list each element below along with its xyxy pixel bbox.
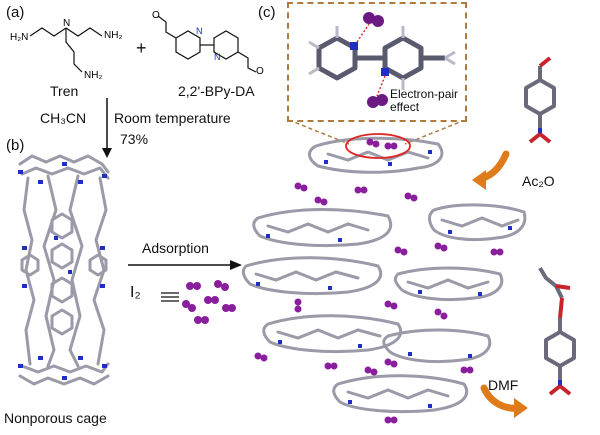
svg-text:NH₂: NH₂ — [104, 30, 122, 41]
iodine-molecules — [182, 280, 236, 324]
inset-box — [287, 2, 467, 122]
iodine-formula-text: I₂ — [130, 284, 141, 301]
reagent1-label: Tren — [50, 83, 79, 99]
svg-text:O: O — [256, 66, 264, 76]
adsorption-label: Adsorption — [142, 240, 209, 256]
adsorption-arrow — [128, 260, 242, 270]
reagent2-label: 2,2'-BPy-DA — [178, 83, 255, 99]
bpy-da-structure: O N N O — [152, 10, 264, 76]
plus-sign: + — [136, 38, 147, 58]
ac2o-arrow — [472, 150, 510, 190]
panel-label-b: (b) — [6, 137, 25, 154]
panel-label-a: (a) — [6, 4, 25, 21]
ester-model — [538, 266, 576, 396]
nitrobenzyl-alcohol-model — [524, 56, 556, 144]
tren-structure: H₂N N NH₂ NH₂ — [10, 18, 122, 80]
svg-text:O: O — [152, 10, 160, 21]
inset-connector — [288, 120, 466, 145]
svg-text:N: N — [63, 18, 70, 29]
condition-label: Room temperature — [114, 110, 231, 126]
dmf-arrow — [480, 384, 528, 418]
inset-annotation-line1: Electron-pair — [390, 87, 459, 101]
panel-label-c: (c) — [258, 4, 276, 21]
cage-label: Nonporous cage — [4, 410, 107, 426]
svg-text:NH₂: NH₂ — [84, 70, 102, 80]
iodine-formula: I₂ — [130, 284, 141, 302]
step1-label: Ac₂O — [522, 173, 555, 189]
inset-annotation: Electron-pair effect — [390, 88, 466, 114]
svg-text:H₂N: H₂N — [10, 32, 28, 43]
yield-label: 73% — [120, 131, 149, 147]
step2-label: DMF — [488, 377, 519, 393]
reaction-arrow — [102, 98, 112, 158]
bipyridine-inset — [308, 12, 456, 108]
svg-text:N: N — [196, 26, 203, 36]
cage-structure — [18, 154, 110, 386]
svg-text:N: N — [214, 52, 221, 62]
packed-cage-network — [241, 133, 527, 424]
solvent-label: CH₃CN — [40, 110, 87, 126]
iodine-equivalence — [161, 292, 179, 302]
inset-annotation-line2: effect — [390, 100, 420, 114]
